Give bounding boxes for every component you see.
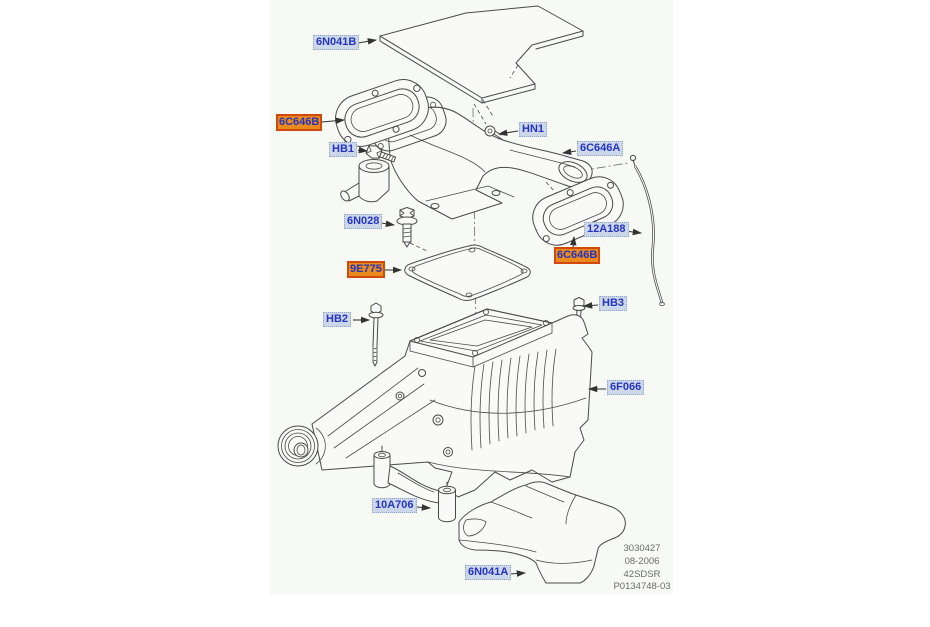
part-drawing-gasket-6c646b-left: [335, 79, 429, 147]
catalog-code: 42SDSR: [623, 568, 661, 580]
part-drawing-top-plate-6n041b: [379, 5, 584, 119]
diagram-panel: 6N041B 6C646B HB1 HN1 6C646A 6N028 12A18…: [270, 0, 673, 595]
part-label-9e775[interactable]: 9E775: [347, 261, 385, 278]
part-label-10a706[interactable]: 10A706: [372, 498, 417, 513]
part-drawing-tube-12a188: [629, 154, 665, 307]
part-drawing-gasket-9e775: [404, 244, 531, 301]
exploded-diagram-svg: [277, 5, 665, 584]
part-label-6f066[interactable]: 6F066: [607, 380, 645, 395]
part-label-hb1[interactable]: HB1: [329, 142, 358, 157]
part-label-6c646a[interactable]: 6C646A: [577, 141, 624, 156]
part-drawing-bracket-10a706: [373, 445, 456, 523]
part-drawing-bolt-hb1: [365, 145, 397, 163]
part-drawing-bolt-hb2: [368, 302, 384, 367]
part-label-hb3[interactable]: HB3: [599, 296, 628, 311]
part-label-6n041a[interactable]: 6N041A: [465, 565, 512, 580]
part-label-hb2[interactable]: HB2: [323, 312, 352, 327]
catalog-info-block: 3030427 08-2006 42SDSR P0134748-03: [608, 543, 676, 594]
catalog-number: 3030427: [623, 543, 661, 554]
catalog-date: 08-2006: [624, 555, 660, 567]
part-label-6n041b[interactable]: 6N041B: [313, 35, 360, 50]
part-label-12a188[interactable]: 12A188: [584, 222, 629, 237]
part-label-6n028[interactable]: 6N028: [344, 214, 383, 229]
part-drawing-duct-6n041a: [458, 481, 626, 584]
part-label-6c646b-right[interactable]: 6C646B: [554, 247, 601, 264]
part-drawing-supercharger-6f066: [277, 308, 593, 498]
part-drawing-bolt-6n028: [396, 207, 418, 248]
part-drawing-manifold-6c646a: [340, 96, 593, 252]
part-label-hn1[interactable]: HN1: [519, 122, 548, 137]
drawing-reference: P0134748-03: [613, 581, 671, 593]
part-label-6c646b-left[interactable]: 6C646B: [276, 114, 323, 131]
